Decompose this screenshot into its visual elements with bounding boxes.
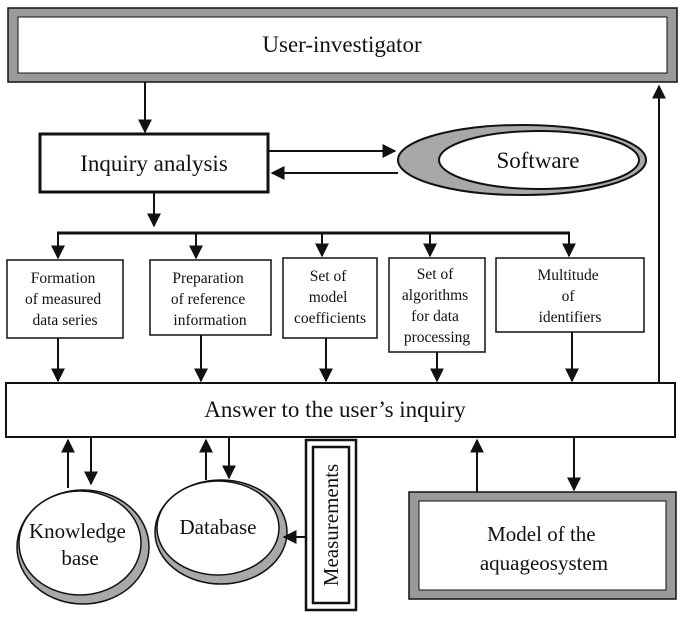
coefficients-box: Set of model coefficients xyxy=(282,257,378,339)
coefficients-label: Set of model coefficients xyxy=(294,268,366,327)
algorithms-box: Set of algorithms for data processing xyxy=(388,257,486,353)
database-label: Database xyxy=(180,515,257,539)
identifiers-box: Multitude of identifiers xyxy=(495,257,645,333)
database-oval: Database xyxy=(154,479,288,585)
inquiry-analysis-label: Inquiry analysis xyxy=(80,151,228,176)
algorithms-label: Set of algorithms for data processing xyxy=(402,266,472,346)
formation-label: Formation of measured data series xyxy=(25,270,105,329)
knowledge-base-label: Knowledge base xyxy=(29,519,131,570)
measurements-label: Measurements xyxy=(319,464,343,586)
inquiry-analysis-box: Inquiry analysis xyxy=(38,132,270,194)
identifiers-label: Multitude of identifiers xyxy=(537,267,602,326)
connectors xyxy=(51,82,666,544)
user-investigator-label: User-investigator xyxy=(262,32,422,57)
knowledge-base-oval: Knowledge base xyxy=(16,489,150,605)
software-oval: Software xyxy=(397,124,647,196)
model-box: Model of the aquageosystem xyxy=(408,491,677,600)
model-label: Model of the aquageosystem xyxy=(480,522,608,575)
preparation-label: Preparation of reference information xyxy=(171,270,249,329)
answer-label: Answer to the user’s inquiry xyxy=(204,397,466,422)
preparation-box: Preparation of reference information xyxy=(149,259,272,336)
answer-box: Answer to the user’s inquiry xyxy=(5,382,676,438)
formation-box: Formation of measured data series xyxy=(6,259,124,339)
measurements-box: Measurements xyxy=(304,438,358,612)
user-investigator-box: User-investigator xyxy=(7,7,678,83)
software-label: Software xyxy=(496,148,579,173)
